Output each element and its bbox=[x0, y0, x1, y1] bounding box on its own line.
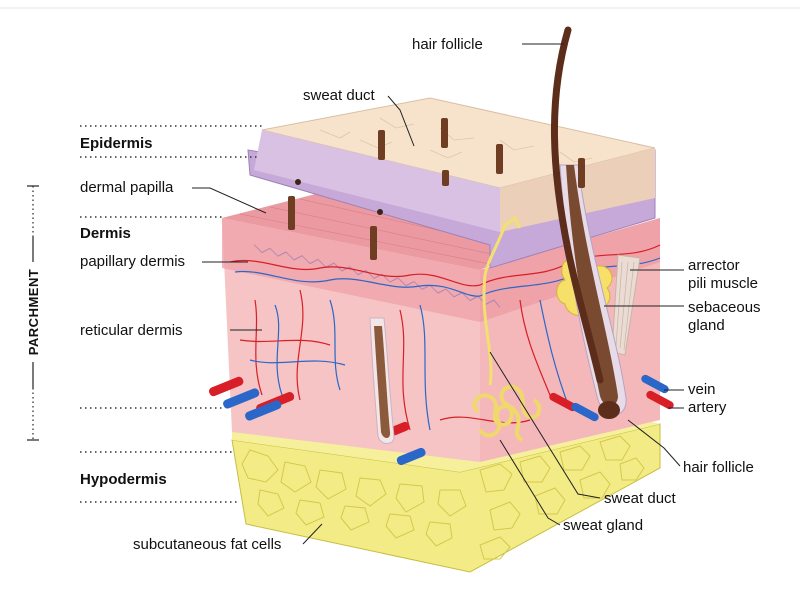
label-sweat-duct-top: sweat duct bbox=[303, 87, 376, 104]
label-artery: artery bbox=[688, 399, 727, 416]
sweat-gland-coil bbox=[472, 384, 542, 442]
parchment-label: PARCHMENT bbox=[26, 269, 41, 356]
label-papillary-dermis: papillary dermis bbox=[80, 253, 185, 270]
arrector-pili-muscle bbox=[611, 254, 641, 356]
leader-sweat-duct-bottom bbox=[489, 351, 601, 499]
label-subcutaneous-fat: subcutaneous fat cells bbox=[133, 536, 281, 553]
pore-openings bbox=[295, 179, 383, 215]
label-reticular-dermis: reticular dermis bbox=[80, 322, 183, 339]
layer-label-dermis: Dermis bbox=[80, 225, 131, 242]
label-hair-follicle-bottom: hair follicle bbox=[683, 459, 754, 476]
main-hair-follicle bbox=[550, 26, 627, 419]
layer-label-epidermis: Epidermis bbox=[80, 135, 153, 152]
layer-dividers bbox=[80, 125, 262, 503]
label-sebaceous-line1: sebaceous bbox=[688, 299, 761, 316]
sweat-gland-structure bbox=[472, 215, 542, 442]
label-arrector-line1: arrector bbox=[688, 257, 740, 274]
label-sweat-gland: sweat gland bbox=[563, 517, 643, 534]
label-sweat-duct-bottom: sweat duct bbox=[604, 490, 677, 507]
epidermis-cells bbox=[319, 117, 593, 163]
label-vein: vein bbox=[688, 381, 716, 398]
leader-sweat-gland bbox=[499, 439, 561, 526]
layer-label-hypodermis: Hypodermis bbox=[80, 471, 167, 488]
small-hair-follicle bbox=[369, 317, 395, 444]
label-sebaceous-line2: gland bbox=[688, 317, 725, 334]
label-arrector-line2: pili muscle bbox=[688, 275, 758, 292]
label-dermal-papilla: dermal papilla bbox=[80, 179, 174, 196]
leader-sweat-duct-top bbox=[387, 95, 415, 147]
label-hair-follicle-top: hair follicle bbox=[412, 36, 483, 53]
leader-dermal-papilla bbox=[192, 187, 267, 214]
vein-vessels bbox=[223, 374, 669, 466]
capillary-network bbox=[229, 244, 661, 431]
side-bracket bbox=[27, 185, 39, 441]
surface-hairs bbox=[288, 118, 585, 260]
leader-subcutaneous-fat bbox=[302, 523, 323, 545]
leader-hair-follicle-bottom bbox=[627, 419, 681, 467]
